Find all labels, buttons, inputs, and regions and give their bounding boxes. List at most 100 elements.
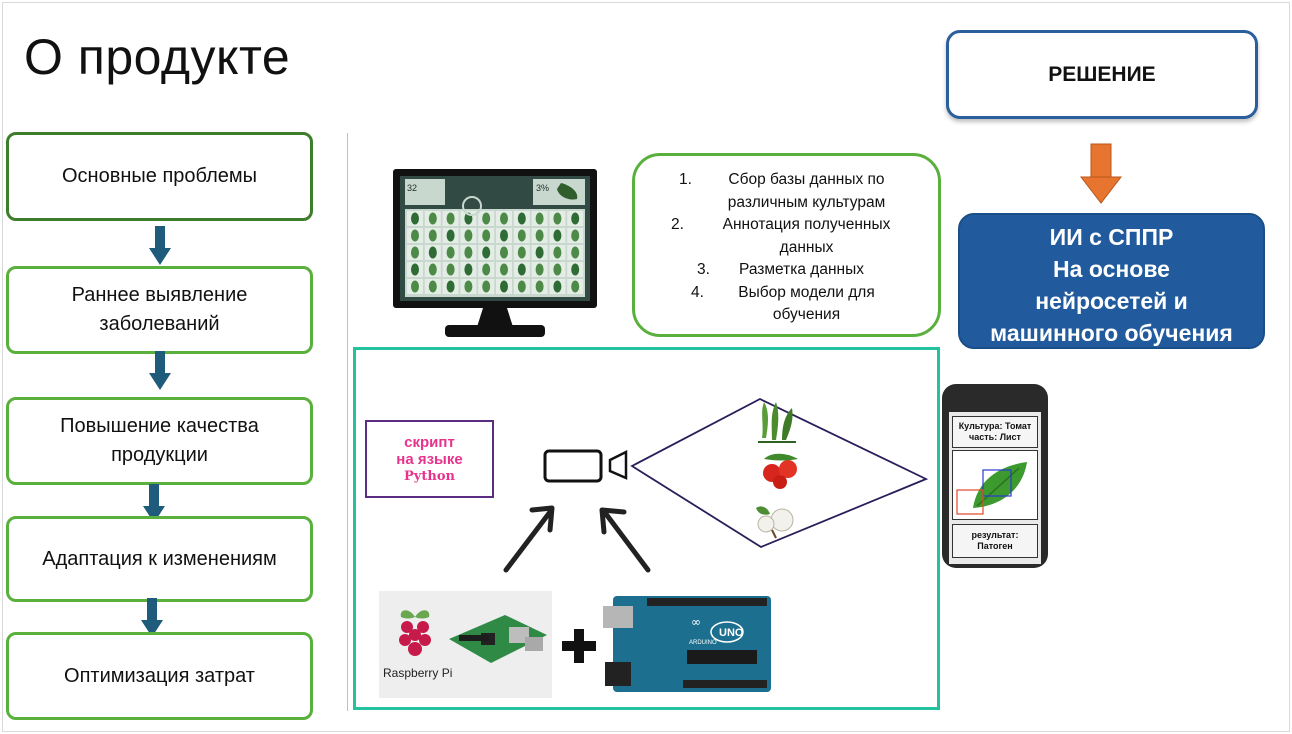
leaf-icon (500, 263, 508, 276)
raspberry-logo-icon (399, 610, 431, 656)
problem-box-main: Основные проблемы (6, 132, 313, 221)
down-arrow-icon (141, 598, 163, 637)
step-text: Разметка данных (739, 261, 864, 278)
leaf-icon (428, 229, 437, 242)
leaf-icon (571, 246, 580, 259)
python-label: скрипт (404, 433, 455, 451)
leaf-icon (411, 280, 419, 293)
leaf-icon (446, 229, 455, 242)
arduino-board-icon: ∞ UNO ARDUINO (603, 596, 771, 692)
phone-result-card: результат: Патоген (952, 524, 1038, 558)
step-text: Выбор модели для (738, 283, 875, 301)
connection-arrows (503, 505, 651, 573)
python-label: на языке (396, 450, 463, 468)
raspberry-pi-image: Raspberry Pi (379, 591, 552, 698)
leaf-icon (517, 229, 526, 242)
problem-box-adaptation: Адаптация к изменениям (6, 516, 313, 602)
problem-label: заболеваний (99, 313, 220, 335)
leaf-icon (553, 280, 562, 293)
python-label: Python (404, 468, 455, 484)
arduino-model: UNO (719, 627, 744, 639)
leaf-detection-icon (956, 462, 1027, 515)
raspberry-label: Raspberry Pi (383, 666, 453, 680)
problem-box-quality: Повышение качества продукции (6, 397, 313, 485)
down-arrow-icon (149, 226, 171, 265)
phone-culture: Культура: Томат (958, 421, 1032, 431)
raspberry-board-icon (449, 615, 547, 663)
phone-result-label: результат: (971, 530, 1019, 540)
down-arrow-icon (143, 484, 165, 523)
camera-view-diagram (543, 397, 929, 549)
ai-line: машинного обучения (990, 320, 1233, 346)
problem-label: Адаптация к изменениям (42, 547, 277, 570)
problem-box-costs: Оптимизация затрат (6, 632, 313, 720)
leaf-icon (553, 246, 562, 259)
step-text: данных (779, 238, 834, 256)
step-text: Аннотация полученных (722, 216, 891, 233)
ai-line: нейросетей и (1035, 288, 1188, 314)
leaf-icon (428, 263, 437, 276)
monitor-left-badge: 32 (407, 183, 417, 193)
phone-info-card: Культура: Томат часть: Лист (952, 416, 1038, 448)
problem-label: Повышение качества (60, 415, 259, 437)
leaf-icon (553, 229, 562, 242)
step-number: 4. (691, 283, 704, 301)
cotton-icon (756, 506, 794, 539)
leaf-icon (411, 229, 419, 242)
solution-header: РЕШЕНИЕ (946, 30, 1258, 119)
step-text: обучения (772, 306, 841, 323)
leaf-icon (553, 212, 562, 225)
phone-leaf-image (952, 450, 1038, 520)
leaf-icon (428, 280, 437, 293)
leaf-icon (446, 263, 455, 276)
phone-result-value: Патоген (977, 541, 1013, 551)
step-text: различным культурам (727, 193, 886, 211)
leaf-icon (411, 263, 419, 276)
leaf-icon (482, 212, 491, 225)
arduino-brand: ARDUINO (689, 640, 717, 646)
steps-list: 1.Сбор базы данных по различным культура… (632, 153, 941, 337)
leaf-icon (464, 229, 473, 242)
problem-label: Оптимизация затрат (64, 664, 255, 687)
page-title: О продукте (24, 29, 291, 85)
leaf-icon (411, 246, 419, 259)
leaf-icon (446, 212, 455, 225)
leaf-icon (535, 280, 544, 293)
leaf-icon (517, 280, 526, 293)
leaf-icon (464, 246, 473, 259)
leaf-icon (482, 246, 491, 259)
leaf-icon (571, 280, 580, 293)
leaf-icon (535, 212, 544, 225)
orange-down-arrow-icon (1080, 143, 1122, 204)
solution-label: РЕШЕНИЕ (1048, 62, 1156, 86)
leaf-icon (571, 263, 580, 276)
leaf-icon (535, 246, 544, 259)
leaf-icon (411, 212, 419, 225)
leaf-icon (482, 229, 491, 242)
monitor-right-badge: 3% (536, 183, 549, 193)
leaf-icon (571, 229, 580, 242)
leaf-icon (446, 280, 455, 293)
phone-mockup: Культура: Томат часть: Лист результат: П… (942, 384, 1048, 568)
phone-screen: Культура: Томат часть: Лист результат: П… (949, 412, 1041, 564)
wheat-icon (758, 402, 796, 443)
problem-label: продукции (111, 444, 208, 466)
step-text: Сбор базы данных по (728, 171, 885, 188)
step-number: 2. (671, 216, 684, 233)
arduino-logo: ∞ (691, 615, 701, 629)
leaf-icon (535, 263, 544, 276)
leaf-icon (446, 246, 455, 259)
leaf-icon (517, 263, 526, 276)
leaf-icon (500, 246, 508, 259)
vertical-divider (347, 133, 348, 711)
leaf-icon (464, 280, 473, 293)
leaf-icon (500, 212, 508, 225)
problem-box-early-detection: Раннее выявление заболеваний (6, 266, 313, 354)
leaf-icon (464, 263, 473, 276)
tomato-icon (763, 453, 798, 489)
leaf-icon (553, 263, 562, 276)
problem-label: Основные проблемы (62, 165, 257, 187)
leaf-icon (535, 229, 544, 242)
step-number: 3. (697, 261, 710, 278)
problem-label: Раннее выявление (71, 284, 248, 306)
